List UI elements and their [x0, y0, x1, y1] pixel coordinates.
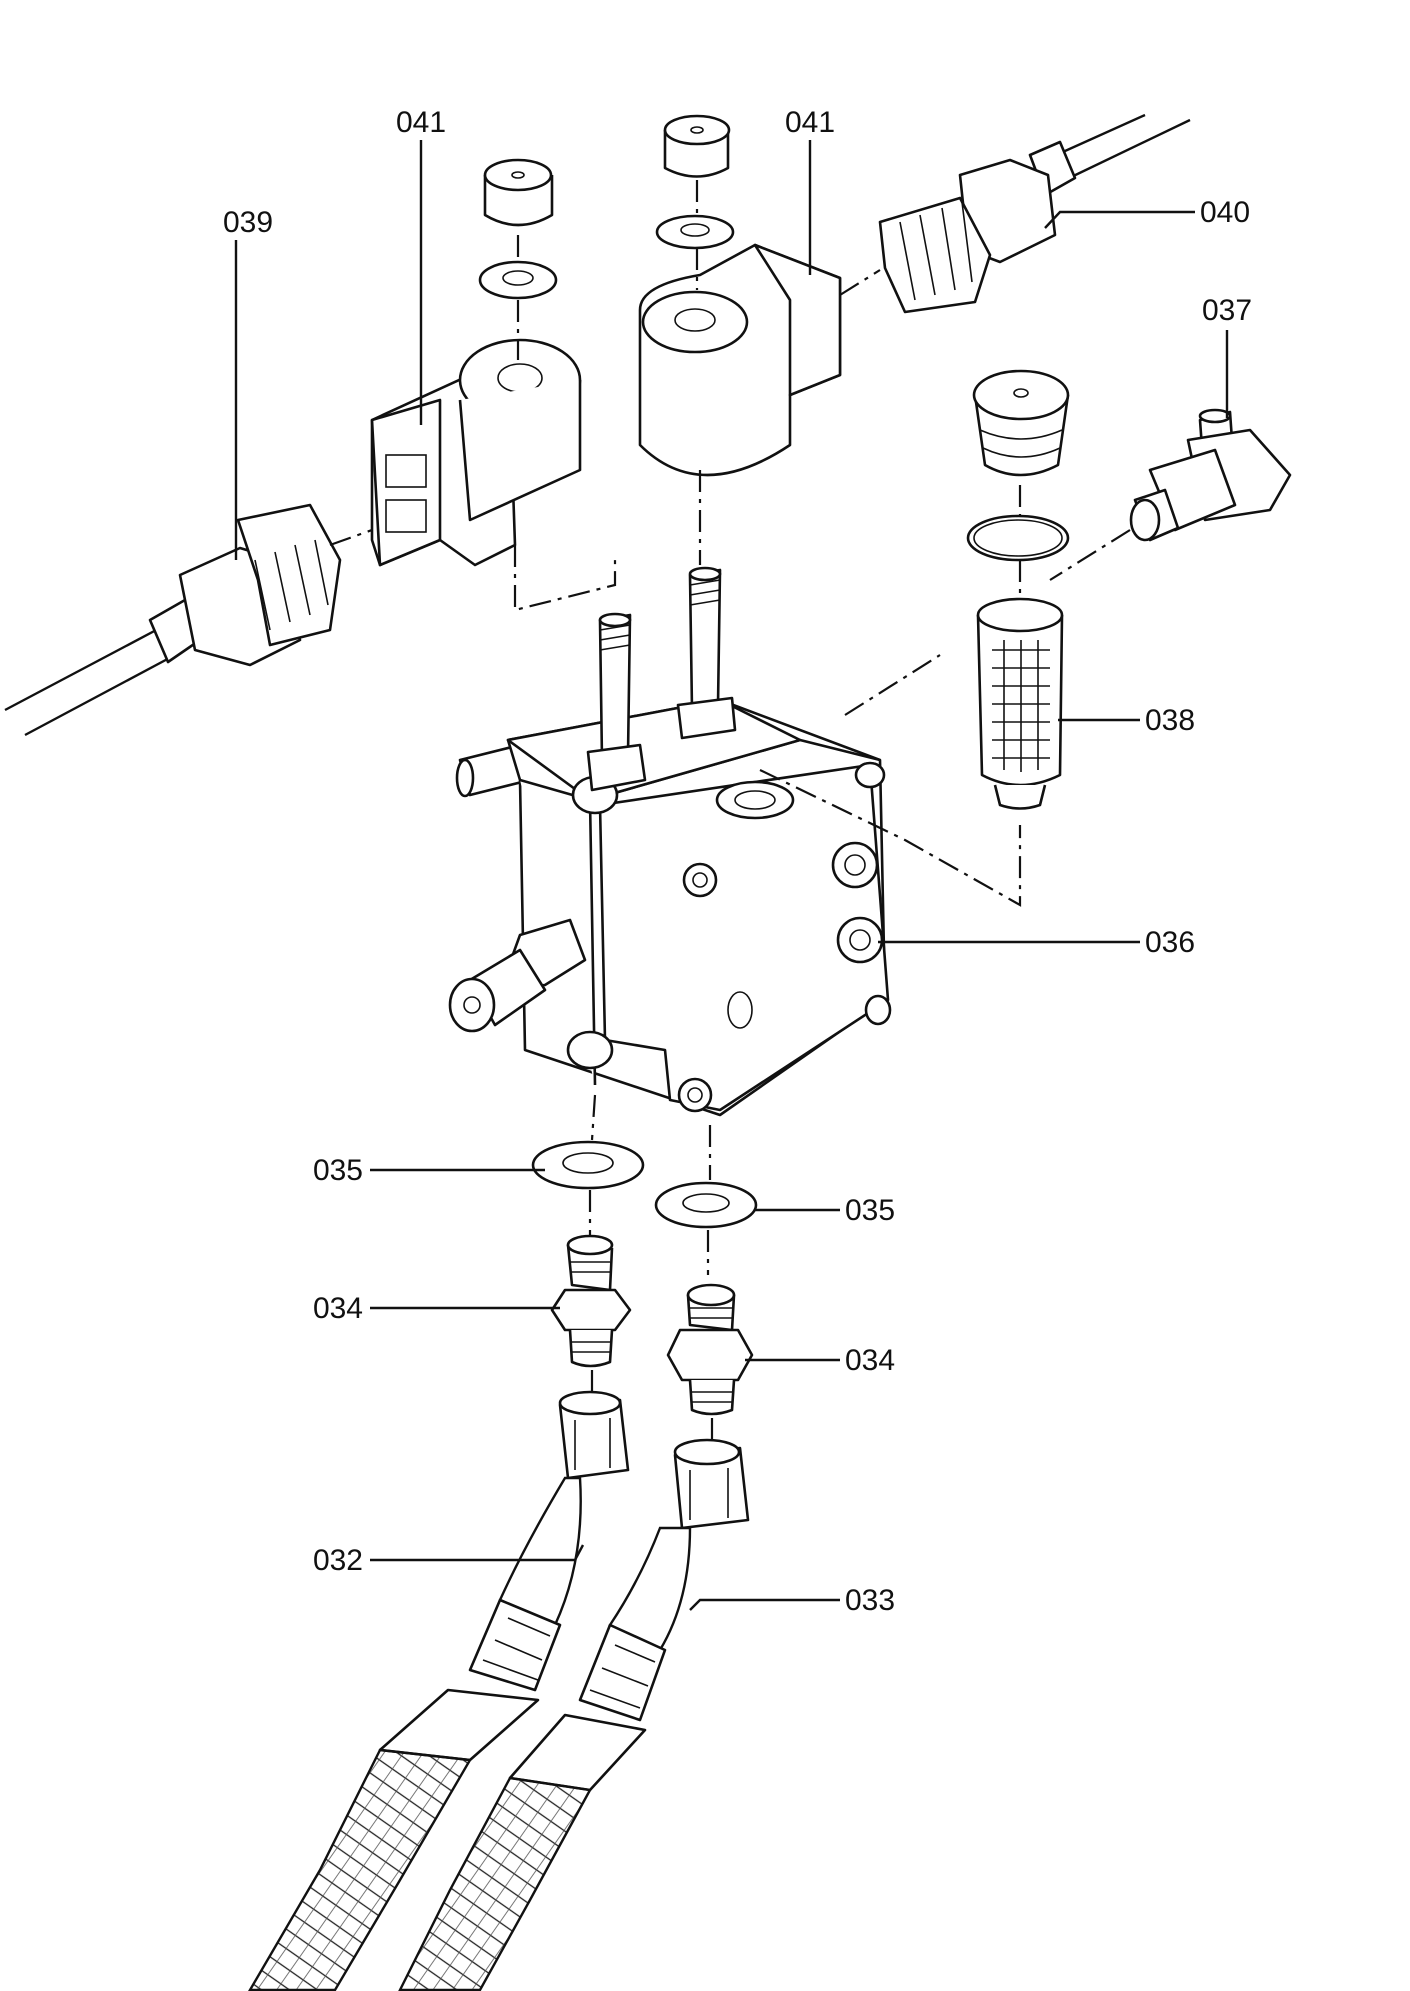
alignment-line — [695, 180, 702, 565]
solenoid-coil-041-left[interactable] — [370, 338, 582, 567]
washer-035-left[interactable] — [531, 1140, 645, 1190]
label-036: 036 — [1145, 926, 1195, 959]
alignment-line — [513, 545, 617, 612]
washer-035-right[interactable] — [654, 1181, 758, 1229]
alignment-line — [844, 654, 941, 716]
alignment-line — [1049, 529, 1131, 581]
nipple-034-left[interactable] — [550, 1234, 632, 1368]
alignment-line — [839, 269, 881, 296]
hose-032[interactable] — [248, 1390, 630, 1991]
nut-left-top[interactable] — [483, 158, 554, 227]
label-035-left: 035 — [313, 1154, 363, 1187]
washer-left-top[interactable] — [478, 260, 558, 300]
label-034-left: 034 — [313, 1292, 363, 1325]
label-033: 033 — [845, 1584, 895, 1617]
label-040: 040 — [1200, 196, 1250, 229]
nipple-034-right[interactable] — [666, 1283, 754, 1416]
label-037: 037 — [1202, 294, 1252, 327]
alignment-line — [759, 769, 1022, 907]
cable-plug-040[interactable] — [878, 113, 1191, 314]
label-041-left: 041 — [396, 106, 446, 139]
cable-plug-039[interactable] — [4, 503, 342, 737]
label-035-right: 035 — [845, 1194, 895, 1227]
leader-lines — [234, 140, 1229, 1611]
label-032: 032 — [313, 1544, 363, 1577]
elbow-fitting-037[interactable] — [1129, 408, 1292, 542]
hose-033[interactable] — [398, 1438, 750, 1991]
oil-pump-036[interactable] — [448, 566, 892, 1117]
label-039: 039 — [223, 206, 273, 239]
label-034-right: 034 — [845, 1344, 895, 1377]
label-038: 038 — [1145, 704, 1195, 737]
o-ring[interactable] — [966, 514, 1070, 562]
filter-cap[interactable] — [972, 369, 1070, 477]
washer-right-top[interactable] — [655, 214, 735, 250]
filter-038[interactable] — [976, 597, 1064, 810]
solenoid-coil-041-right[interactable] — [638, 243, 842, 477]
label-041-right: 041 — [785, 106, 835, 139]
nut-right-top[interactable] — [663, 114, 731, 178]
